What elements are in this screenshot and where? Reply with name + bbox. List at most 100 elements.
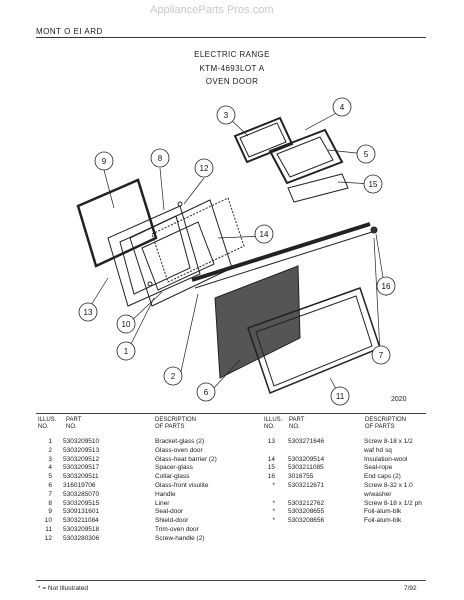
illus-no: * xyxy=(272,517,275,525)
description: Collar-glass xyxy=(155,473,190,481)
callout-14: 14 xyxy=(260,230,269,239)
figure-number: 2020 xyxy=(391,396,407,403)
title-line-2: KTM-4693LOT A xyxy=(199,64,265,73)
part-screw xyxy=(147,281,153,287)
part-no: 5303211085 xyxy=(288,464,324,472)
part-no: 5303209514 xyxy=(288,455,325,463)
description: Seal-rope xyxy=(364,464,393,472)
brand-header: MONT O EI ARD xyxy=(36,27,103,36)
part-glass-heat-barrier xyxy=(233,116,294,164)
illus-no: 3 xyxy=(48,455,52,463)
table-row: 11 5303209518 Trim-oven door xyxy=(0,526,464,534)
callout-7: 7 xyxy=(379,351,384,360)
description: Glass-oven door xyxy=(155,446,203,454)
illus-no: 6 xyxy=(48,482,52,489)
illus-no: * xyxy=(272,482,275,489)
table-row: 10 5303211084 Shield-door xyxy=(0,517,464,525)
illus-no: 7 xyxy=(48,490,52,498)
part-shield-door xyxy=(129,199,233,307)
part-no: 5303209513 xyxy=(63,446,100,454)
description: Trim-oven door xyxy=(155,526,199,533)
table-row: 4 5303209517 Spacer-glass xyxy=(0,464,464,472)
part-no: 5309131601 xyxy=(63,508,100,516)
watermark: ApplianceParts Pros.com xyxy=(150,4,274,16)
description: w/washer xyxy=(364,490,392,498)
description: Bracket-glass (2) xyxy=(155,438,205,445)
description: Foil-alum-blk xyxy=(364,508,402,516)
description: End caps (2) xyxy=(364,473,401,481)
callout-10: 10 xyxy=(122,320,131,329)
description: Screw-handle (2) xyxy=(155,534,205,542)
callout-5: 5 xyxy=(364,150,369,159)
illus-no: 11 xyxy=(45,526,52,533)
part-glass-front xyxy=(214,265,301,379)
illus-no: 8 xyxy=(48,499,52,507)
description: waf hd sq xyxy=(364,446,392,454)
callout-6: 6 xyxy=(204,388,209,397)
illus-no: * xyxy=(272,508,275,516)
part-no: 5303209512 xyxy=(63,455,100,463)
illus-no: 4 xyxy=(48,464,52,472)
oven-door-exploded-diagram: 9 8 12 14 3 4 5 15 16 7 11 6 2 1 10 13 xyxy=(76,97,396,406)
part-no: 3016755 xyxy=(288,473,314,481)
description: Shield-door xyxy=(155,517,189,525)
illus-no: 9 xyxy=(48,508,52,516)
part-no: 5303285070 xyxy=(63,490,100,498)
table-row: * 5303212671 Screw 8-32 x 1.0 xyxy=(0,482,464,490)
illus-no: 2 xyxy=(48,446,52,454)
part-no: 5303212671 xyxy=(288,482,325,489)
revision-date: 7/92 xyxy=(404,585,417,592)
description: Handle xyxy=(155,490,176,498)
part-no: 316019706 xyxy=(63,482,96,489)
table-row: w/washer xyxy=(0,491,464,499)
col-illus-header-right: ILLUS.NO. xyxy=(264,417,283,430)
part-handle xyxy=(191,222,371,282)
footer-rule xyxy=(36,580,426,581)
table-row: 7 5303285070 Handle xyxy=(0,491,464,499)
part-spacer-glass xyxy=(268,128,344,185)
illus-no: 14 xyxy=(267,455,275,463)
part-no: 5303209510 xyxy=(63,438,100,445)
callout-12: 12 xyxy=(200,164,209,173)
col-illus-header: ILLUS.NO. xyxy=(38,417,57,430)
description: Screw 8-32 x 1.0 xyxy=(364,482,413,489)
part-insulation xyxy=(151,197,245,283)
callout-11: 11 xyxy=(336,392,345,401)
illus-no: 10 xyxy=(44,517,52,525)
description: Screw 8-18 x 1/2 xyxy=(364,438,413,445)
part-no: 5303209515 xyxy=(63,499,100,507)
part-no: 5303209511 xyxy=(63,473,99,481)
table-row: 2 5303209513 Glass-oven door xyxy=(0,447,464,455)
part-no: 5303209518 xyxy=(63,526,100,533)
callout-3: 3 xyxy=(224,111,229,120)
part-no: 5303271646 xyxy=(288,438,325,445)
illus-no: 5 xyxy=(48,473,52,481)
callout-9: 9 xyxy=(102,157,107,166)
part-no: 5303212762 xyxy=(288,499,325,507)
callout-1: 1 xyxy=(124,347,129,356)
part-liner xyxy=(107,205,201,307)
description: Seal-door xyxy=(155,508,184,516)
description: Insulation-wool xyxy=(364,455,408,463)
description: Glass-heat barrier (2) xyxy=(155,455,217,463)
header-rule xyxy=(36,37,426,38)
part-no: 5303280306 xyxy=(63,534,100,542)
description: Glass-front visulite xyxy=(155,482,209,489)
table-rule xyxy=(36,413,426,414)
part-no: 5303211084 xyxy=(63,517,99,525)
description: Spacer-glass xyxy=(155,464,193,472)
part-no: 5303208656 xyxy=(288,517,325,525)
part-seal-rope xyxy=(287,173,349,203)
illus-no: * xyxy=(272,499,275,507)
part-no: 5303209517 xyxy=(63,464,100,472)
part-no: 5303208655 xyxy=(288,508,325,516)
